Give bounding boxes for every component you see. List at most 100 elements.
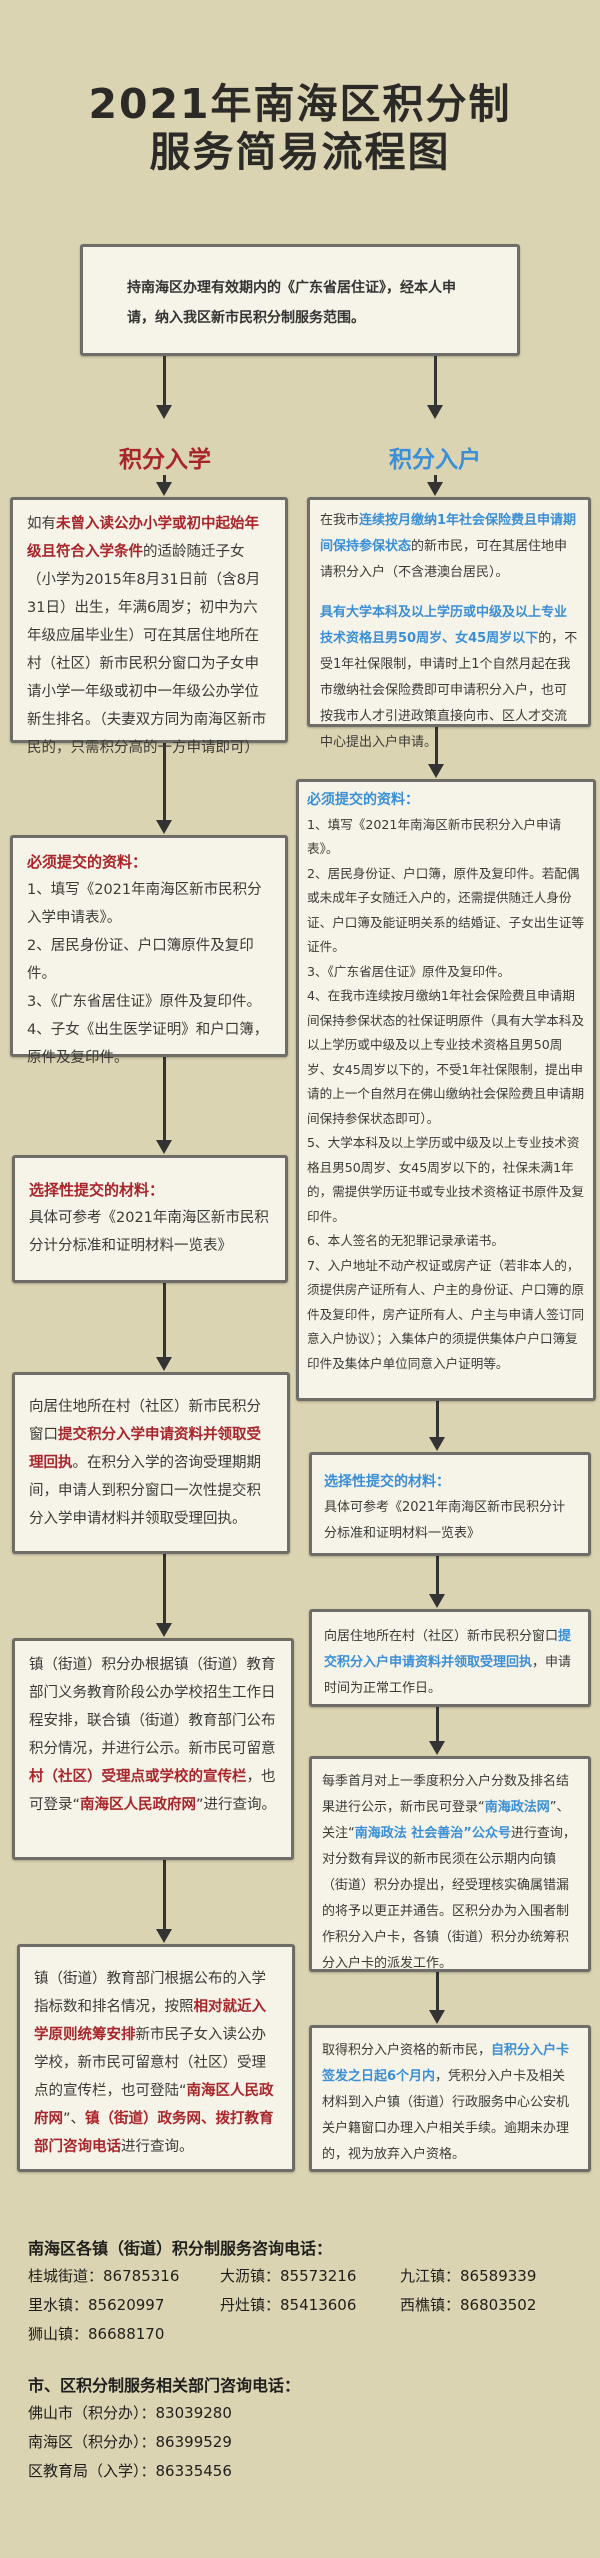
dept-contact: 南海区（积分办）：86399529 — [28, 2431, 588, 2460]
highlight-text: 南海区人民政府网 — [80, 1797, 197, 1813]
phone-number[interactable]: 83039280 — [155, 2404, 232, 2422]
phone-number[interactable]: 85620997 — [88, 2296, 165, 2314]
household-required-title: 必须提交的资料： — [307, 792, 419, 808]
household-submit-text: 向居住地所在村（社区）新市民积分窗口提交积分入户申请资料并领取受理回执，申请时间… — [324, 1624, 576, 1702]
arrow-line — [163, 475, 166, 485]
arrow-line — [163, 1860, 166, 1932]
body-text: 的，不受1年社保限制，申请时上1个自然月起在我市缴纳社会保险费即可申请积分入户，… — [320, 631, 578, 750]
highlight-text: 镇（街道）政务网、拨打教育部门咨询电话 — [34, 2111, 274, 2155]
highlight-text: 相对就近入学原则统筹安排 — [34, 1999, 266, 2043]
town-contact: 九江镇：86589339 — [400, 2265, 536, 2286]
arrow-down-icon — [156, 1357, 172, 1371]
required-item: 1、填写《2021年南海区新市民积分入学申请表》。 — [27, 882, 262, 926]
household-eligibility-text-2: 具有大学本科及以上学历或中级及以上专业技术资格且男50周岁、女45周岁以下的，不… — [320, 600, 578, 756]
body-text: 新市民子女入读公办学校，新市民可留意村（社区）受理点的宣传栏，也可登陆“ — [34, 2027, 266, 2099]
required-item: 5、大学本科及以上学历或中级及以上专业技术资格且男50周岁、女45周岁以下的，社… — [307, 1135, 585, 1224]
branch-label-household: 积分入户 — [389, 447, 481, 473]
school-eligibility-text: 如有未曾入读公办小学或初中起始年级且符合入学条件的适龄随迁子女（小学为2015年… — [27, 510, 271, 762]
highlight-text: 具有大学本科及以上学历或中级及以上专业技术资格且男50周岁、女45周岁以下 — [320, 605, 568, 646]
required-item: 4、子女《出生医学证明》和户口簿，原件及复印件。 — [27, 1022, 269, 1066]
page-title: 2021年南海区积分制 服务简易流程图 — [0, 80, 600, 176]
school-eligibility-box: 如有未曾入读公办小学或初中起始年级且符合入学条件的适龄随迁子女（小学为2015年… — [10, 497, 288, 756]
household-eligibility-box: 在我市连续按月缴纳1年社会保险费且申请期间保持参保状态的新市民，可在其居住地申请… — [307, 497, 591, 750]
body-text: 向居住地所在村（社区）新市民积分窗口 — [324, 1629, 559, 1644]
arrow-line — [163, 1283, 166, 1360]
phone-number[interactable]: 86589339 — [460, 2267, 537, 2285]
arrow-down-icon — [429, 1437, 445, 1451]
title-line-2: 服务简易流程图 — [149, 128, 451, 176]
body-text: 在我市 — [320, 513, 360, 528]
household-required-box: 必须提交的资料： 1、填写《2021年南海区新市民积分入户申请表》。 2、居民身份… — [296, 779, 596, 1401]
town-contacts-title: 南海区各镇（街道）积分制服务咨询电话： — [28, 2239, 333, 2258]
body-text: ，也可登录“ — [29, 1769, 276, 1813]
title-line-1: 2021年南海区积分制 — [88, 80, 512, 128]
branch-label-school: 积分入学 — [119, 447, 211, 473]
highlight-text: 自积分入户卡签发之日起6个月内 — [322, 2043, 570, 2084]
body-text: ，申请时间为正常工作日。 — [324, 1655, 572, 1696]
arrow-line — [435, 727, 438, 767]
intro-box: 持南海区办理有效期内的《广东省居住证》，经本人申请，纳入我区新市民积分制服务范围… — [80, 244, 520, 356]
household-settle-box: 取得积分入户资格的新市民，自积分入户卡签发之日起6个月内，凭积分入户卡及相关材料… — [309, 2025, 591, 2172]
town-contact: 西樵镇：86803502 — [400, 2294, 536, 2315]
school-publicity-text: 镇（街道）积分办根据镇（街道）教育部门义务教育阶段公办学校招生工作日程安排，联合… — [29, 1651, 277, 1819]
phone-number[interactable]: 85413606 — [280, 2296, 357, 2314]
dept-name: 佛山市（积分办）： — [28, 2404, 156, 2422]
town-contact: 丹灶镇：85413606 — [220, 2294, 356, 2315]
town-contact: 桂城街道：86785316 — [28, 2265, 179, 2286]
highlight-text: 南海政法网 — [484, 1800, 550, 1815]
school-optional-title: 选择性提交的材料： — [29, 1181, 165, 1199]
school-optional-text: 具体可参考《2021年南海区新市民积分计分标准和证明材料一览表》 — [29, 1210, 269, 1254]
required-item: 3、《广东省居住证》原件及复印件。 — [27, 994, 261, 1010]
arrow-line — [436, 1972, 439, 2013]
town-name: 狮山镇： — [28, 2325, 89, 2343]
household-required-list: 1、填写《2021年南海区新市民积分入户申请表》。 2、居民身份证、户口簿，原件及… — [307, 813, 585, 1377]
town-name: 西樵镇： — [400, 2296, 461, 2314]
arrow-line — [434, 475, 437, 485]
arrow-down-icon — [156, 1929, 172, 1943]
phone-number[interactable]: 86399529 — [155, 2433, 232, 2451]
body-text: 镇（街道）积分办根据镇（街道）教育部门义务教育阶段公办学校招生工作日程安排，联合… — [29, 1657, 276, 1757]
school-arrange-text: 镇（街道）教育部门根据公布的入学指标数和排名情况，按照相对就近入学原则统筹安排新… — [34, 1965, 278, 2161]
arrow-line — [436, 1707, 439, 1744]
body-text: 取得积分入户资格的新市民， — [322, 2043, 492, 2058]
highlight-text: 南海区人民政府网 — [34, 2083, 274, 2127]
phone-number[interactable]: 86803502 — [460, 2296, 537, 2314]
household-publicity-box: 每季首月对上一季度积分入户分数及排名结果进行公示，新市民可登录“南海政法网”、关… — [309, 1756, 591, 1972]
household-submit-box: 向居住地所在村（社区）新市民积分窗口提交积分入户申请资料并领取受理回执，申请时间… — [309, 1609, 591, 1707]
body-text: ”、关注“ — [322, 1800, 570, 1841]
body-text: ，凭积分入户卡及相关材料到入户镇（街道）行政服务中心公安机关户籍窗口办理入户相关… — [322, 2069, 570, 2162]
required-item: 1、填写《2021年南海区新市民积分入户申请表》。 — [307, 816, 562, 857]
arrow-line — [163, 356, 166, 408]
phone-number[interactable]: 86688170 — [88, 2325, 165, 2343]
school-optional-box: 选择性提交的材料： 具体可参考《2021年南海区新市民积分计分标准和证明材料一览… — [12, 1155, 288, 1283]
highlight-text: 南海政法 社会善治”公众号 — [354, 1826, 511, 1841]
highlight-text: 未曾入读公办小学或初中起始年级且符合入学条件 — [27, 516, 259, 560]
arrow-line — [436, 1556, 439, 1597]
phone-number[interactable]: 86335456 — [155, 2462, 232, 2480]
dept-name: 南海区（积分办）： — [28, 2433, 156, 2451]
required-item: 2、居民身份证、户口簿原件及复印件。 — [27, 938, 254, 982]
arrow-line — [436, 1401, 439, 1440]
arrow-line — [434, 356, 437, 408]
school-submit-box: 向居住地所在村（社区）新市民积分窗口提交积分入学申请资料并领取受理回执。在积分入… — [12, 1372, 290, 1554]
highlight-text: 提交积分入户申请资料并领取受理回执 — [324, 1629, 572, 1670]
highlight-text: 村（社区）受理点或学校的宣传栏 — [29, 1769, 247, 1785]
body-text: 。在积分入学的咨询受理期期间，申请人到积分窗口一次性提交积分入学申请材料并领取受… — [29, 1455, 261, 1527]
phone-number[interactable]: 85573216 — [280, 2267, 357, 2285]
dept-contact: 佛山市（积分办）：83039280 — [28, 2402, 588, 2431]
highlight-text: 提交积分入学申请资料并领取受理回执 — [29, 1427, 261, 1471]
body-text: 的适龄随迁子女（小学为2015年8月31日前（含8月31日）出生，年满6周岁；初… — [27, 544, 267, 756]
arrow-down-icon — [429, 2010, 445, 2024]
dept-name: 区教育局（入学）： — [28, 2462, 156, 2480]
arrow-down-icon — [156, 405, 172, 419]
body-text: 镇（街道）教育部门根据公布的入学指标数和排名情况，按照 — [34, 1971, 266, 2015]
phone-number[interactable]: 86785316 — [103, 2267, 180, 2285]
highlight-text: 连续按月缴纳1年社会保险费且申请期间保持参保状态 — [320, 513, 577, 554]
dept-contact: 区教育局（入学）：86335456 — [28, 2460, 588, 2489]
school-required-list: 1、填写《2021年南海区新市民积分入学申请表》。 2、居民身份证、户口簿原件及复… — [27, 876, 271, 1072]
school-required-title: 必须提交的资料： — [27, 853, 148, 871]
required-item: 2、居民身份证、户口簿，原件及复印件。若配偶或未成年子女随迁入户的，还需提供随迁… — [307, 865, 585, 955]
body-text: 的新市民，可在其居住地申请积分入户（不含港澳台居民）。 — [320, 539, 568, 580]
